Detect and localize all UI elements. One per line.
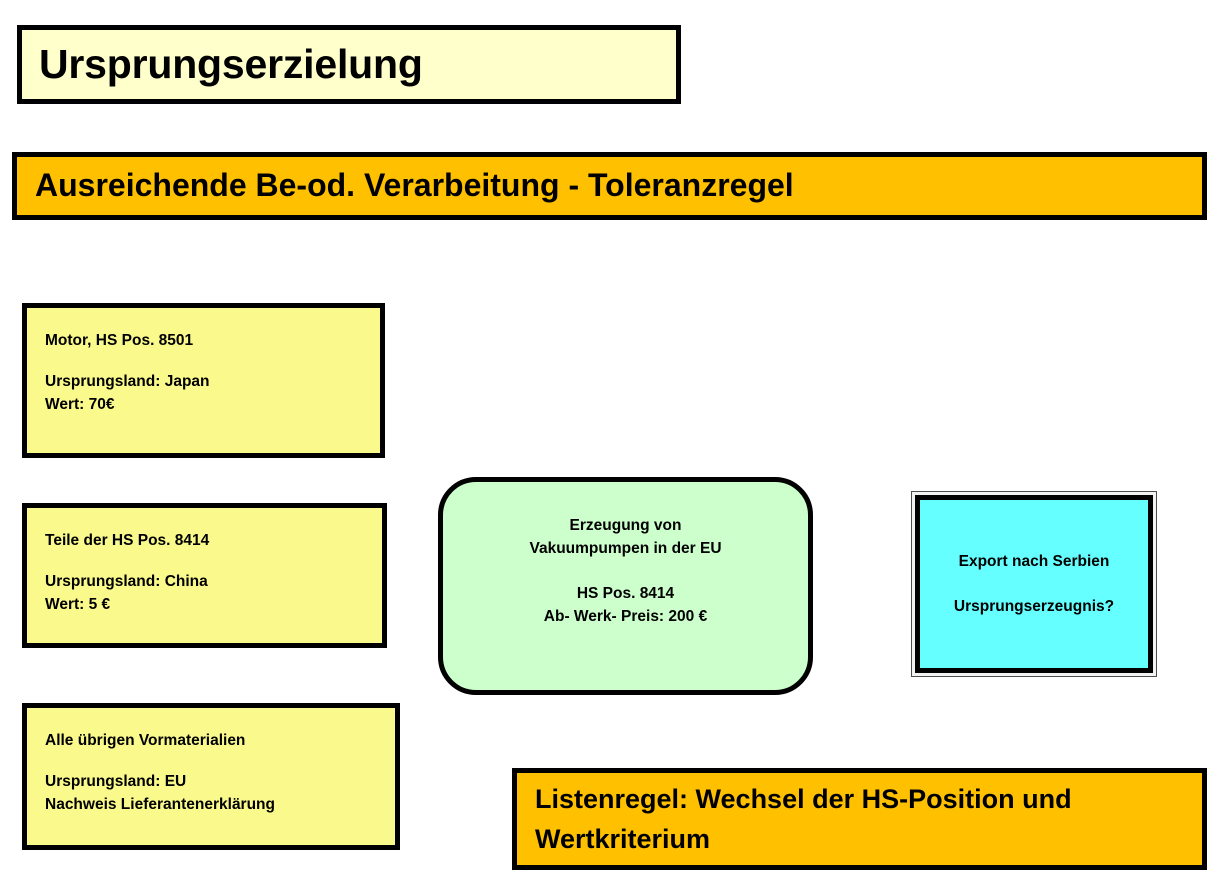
material-box-motor-line-3: Ursprungsland: Japan [45, 373, 210, 391]
rule-banner: Listenregel: Wechsel der HS-Position und… [512, 768, 1207, 870]
spacer [45, 352, 380, 371]
rule-banner-line-2: Wertkriterium [535, 824, 711, 854]
rule-banner-line-1: Listenregel: Wechsel der HS-Position und [535, 783, 1072, 814]
material-box-uebrige-vormaterialien: Alle übrigen Vormaterialien Ursprungslan… [22, 703, 400, 850]
material-box-teile-line-3: Ursprungsland: China [45, 573, 208, 591]
export-box-frame: Export nach Serbien Ursprungserzeugnis? [911, 491, 1157, 677]
material-box-teile-line-1: Teile der HS Pos. 8414 [45, 532, 210, 549]
subtitle-banner: Ausreichende Be-od. Verarbeitung - Toler… [12, 152, 1207, 220]
material-box-uebrige-line-1: Alle übrigen Vormaterialien [45, 732, 246, 749]
spacer [45, 752, 395, 771]
material-box-uebrige-line-4: Nachweis Lieferantenerklärung [45, 795, 275, 813]
production-box-line-2: Vakuumpumpen in der EU [529, 540, 722, 558]
page-title: Ursprungserzielung [39, 40, 423, 87]
production-box-line-5: Ab- Werk- Preis: 200 € [543, 607, 708, 625]
export-box-line-1: Export nach Serbien [958, 552, 1110, 570]
material-box-motor-line-1: Motor, HS Pos. 8501 [45, 332, 194, 349]
material-box-teile: Teile der HS Pos. 8414 Ursprungsland: Ch… [22, 503, 387, 648]
material-box-teile-line-4: Wert: 5 € [45, 595, 111, 613]
material-box-uebrige-line-3: Ursprungsland: EU [45, 773, 187, 791]
export-box: Export nach Serbien Ursprungserzeugnis? [915, 495, 1153, 673]
production-box-line-1: Erzeugung von [569, 517, 682, 534]
material-box-motor: Motor, HS Pos. 8501 Ursprungsland: Japan… [22, 303, 385, 458]
title-banner: Ursprungserzielung [17, 25, 681, 104]
subtitle-text: Ausreichende Be-od. Verarbeitung - Toler… [35, 167, 794, 204]
material-box-motor-line-4: Wert: 70€ [45, 395, 115, 413]
export-box-line-3: Ursprungserzeugnis? [953, 598, 1115, 615]
spacer [45, 552, 382, 571]
production-box-line-4: HS Pos. 8414 [576, 584, 675, 602]
production-box: Erzeugung von Vakuumpumpen in der EU HS … [438, 477, 813, 695]
